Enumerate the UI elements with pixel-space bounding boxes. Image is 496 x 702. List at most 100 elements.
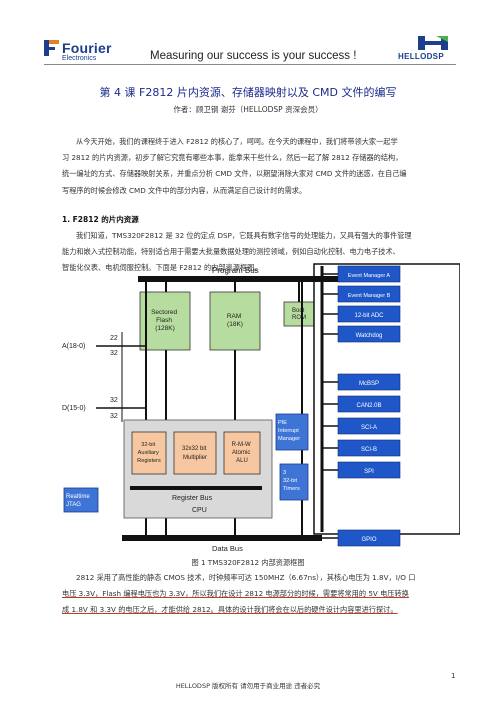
- program-bus-label: Program Bus: [212, 266, 259, 275]
- mult-label: 32x32 bit: [182, 446, 207, 452]
- svg-text:PIE Interrupt Manager: PIE Interrupt Manager: [278, 420, 300, 442]
- f2812-block-diagram: Program Bus Sectored Flash (128K) RAM (1…: [62, 263, 460, 552]
- intro-line: 写程序的时候会修改 CMD 文件中的部分内容，从而满足自己设计时的需求。: [62, 185, 307, 195]
- peripheral-watchdog: Watchdog: [322, 325, 401, 343]
- intro-line: 统一编址的方式、存储器映射关系，并重点分析 CMD 文件，以期望消除大家对 CM…: [62, 169, 407, 179]
- svg-text:R-M-W Atomic ALU: R-M-W Atomic ALU: [232, 442, 253, 464]
- flash-block: [139, 291, 191, 351]
- width-32-label: 32: [110, 350, 118, 357]
- aux-label: 32-bit: [141, 442, 155, 448]
- data-bus-in-label: D(15-0): [62, 405, 86, 412]
- pie-block: [275, 413, 309, 451]
- flash-label: (128K): [155, 325, 175, 332]
- intro-line: 从今天开始，我们的课程终于进入 F2812 的核心了，呵呵。在今天的课程中，我们…: [76, 137, 398, 146]
- svg-text:Sectored Flash (128K): Sectored Flash (128K): [151, 309, 179, 332]
- svg-text:32x32 bit Multiplier: 32x32 bit Multiplier: [182, 446, 208, 461]
- timers-label: Timers: [283, 486, 300, 492]
- peripheral-label: Event Manager A: [348, 273, 391, 279]
- peripheral-label: 12-bit ADC: [354, 313, 384, 319]
- fourier-f-icon: [44, 40, 59, 56]
- ram-label: (18K): [227, 321, 243, 328]
- data-bus-label: Data Bus: [212, 544, 243, 552]
- footer-copyright: HELLODSP 版权所有 请勿用于商业用途 违者必究: [175, 682, 321, 690]
- flash-label: Sectored: [151, 309, 177, 316]
- ram-label: RAM: [227, 313, 241, 320]
- aux-label: Registers: [137, 458, 161, 464]
- boot-rom-block: [283, 301, 315, 327]
- aux-registers-block: [131, 431, 167, 475]
- peripheral-sci-b: SCI-B: [322, 439, 401, 457]
- cpu-label: CPU: [192, 507, 207, 514]
- pie-label: Manager: [278, 436, 300, 442]
- peripheral-mcbsp: McBSP: [322, 373, 401, 391]
- jtag-label: JTAG: [66, 502, 81, 508]
- width-22-label: 22: [110, 335, 118, 342]
- aux-label: Auxiliary: [138, 450, 159, 456]
- peripheral-label: Watchdog: [356, 333, 383, 339]
- section-line: 我们知道，TMS320F2812 是 32 位的定点 DSP，它既具有数字信号的…: [76, 231, 412, 240]
- peripheral-list: Event Manager A Event Manager B 12-bit A…: [322, 265, 401, 547]
- figure-caption: 图 1 TMS320F2812 内部资源框图: [191, 558, 305, 567]
- header-motto: Measuring our success is your success !: [150, 50, 357, 62]
- spec-line: 成 1.8V 和 3.3V 的电压之后，才能供给 2812。具体的设计我们将会在…: [62, 605, 398, 615]
- hellodsp-logo-text: HELLODSP: [398, 52, 444, 61]
- hellodsp-logo: HELLODSP: [394, 34, 464, 66]
- register-bus-label: Register Bus: [172, 495, 213, 502]
- peripheral-gpio: GPIO: [322, 529, 401, 547]
- multiplier-block: [173, 431, 217, 475]
- data-bus: [122, 535, 322, 541]
- peripheral-label: McBSP: [359, 381, 379, 387]
- peripheral-label: SCI-B: [361, 447, 377, 453]
- svg-text:Realtime JTAG: Realtime JTAG: [66, 494, 91, 508]
- section-line: 智能化仪表、电机伺服控制。下面是 F2812 的内部资源框图。: [62, 263, 262, 273]
- section-line: 能力和嵌入式控制功能，特别适合用于需要大批量数据处理的测控领域，例如自动化控制、…: [62, 247, 400, 257]
- peripheral-event-manager-b: Event Manager B: [322, 285, 401, 303]
- alu-block: [223, 431, 261, 475]
- lesson-title: 第 4 课 F2812 片内资源、存储器映射以及 CMD 文件的编写: [99, 86, 397, 99]
- alu-label: R-M-W: [232, 442, 251, 448]
- width-32-label: 32: [110, 397, 118, 404]
- section-paragraph: 我们知道，TMS320F2812 是 32 位的定点 DSP，它既具有数字信号的…: [62, 228, 459, 277]
- author-line: 作者：顾卫钢 谢芬（HELLODSP 资深会员）: [173, 105, 323, 114]
- jtag-block: [63, 487, 99, 513]
- peripheral-label: SPI: [364, 469, 374, 475]
- header-divider: [44, 64, 456, 65]
- pie-label: Interrupt: [278, 428, 299, 434]
- register-bus: [130, 486, 262, 490]
- spec-line: 电压 3.3V，Flash 编程电压也为 3.3V，所以我们在设计 2812 电…: [62, 589, 409, 599]
- intro-paragraph: 从今天开始，我们的课程终于进入 F2812 的核心了，呵呵。在今天的课程中，我们…: [62, 134, 459, 199]
- jtag-label: Realtime: [66, 494, 90, 500]
- fourier-logo: Fourier Electronics: [44, 38, 114, 74]
- pie-label: PIE: [278, 420, 287, 426]
- page-number: 1: [451, 672, 456, 680]
- svg-text:32-bit Auxiliary Regis: 32-bit Auxiliary Registers: [137, 442, 161, 464]
- address-bus-label: A(18-0): [62, 343, 85, 350]
- peripheral-label: CAN2.0B: [356, 403, 381, 409]
- boot-label: ROM: [292, 315, 306, 321]
- mult-label: Multiplier: [183, 455, 207, 461]
- peripheral-can: CAN2.0B: [322, 395, 401, 413]
- svg-text:3 32-bit Timers: 3 32-bit Timers: [283, 470, 300, 492]
- boot-label: Boot: [292, 308, 305, 314]
- logo-brand-text: Fourier: [62, 40, 112, 56]
- timers-label: 32-bit: [283, 478, 297, 484]
- peripheral-label: SCI-A: [361, 425, 377, 431]
- svg-text:Boot ROM: Boot ROM: [292, 308, 306, 321]
- program-bus: [138, 276, 370, 282]
- logo-sub-text: Electronics: [62, 55, 97, 62]
- peripheral-sci-a: SCI-A: [322, 417, 401, 435]
- svg-text:RAM (18K): RAM (18K): [227, 313, 243, 328]
- peripheral-event-manager-a: Event Manager A: [322, 265, 401, 283]
- peripheral-spi: SPI: [322, 461, 401, 479]
- flash-label: Flash: [156, 317, 172, 324]
- alu-label: Atomic: [232, 450, 250, 456]
- timers-label: 3: [283, 470, 286, 476]
- peripheral-label: GPIO: [361, 537, 376, 543]
- width-32-label: 32: [110, 413, 118, 420]
- timers-block: [279, 463, 309, 501]
- section-heading: 1. F2812 的片内资源: [62, 215, 139, 224]
- hellodsp-mark-icon: [418, 36, 448, 50]
- intro-line: 习 2812 的片内资源，初步了解它究竟有哪些本事，能拿来干些什么，然后一起了解…: [62, 153, 403, 163]
- alu-label: ALU: [236, 458, 248, 464]
- spec-line: 2812 采用了高性能的静态 CMOS 技术，时钟频率可达 150MHZ（6.6…: [76, 573, 416, 582]
